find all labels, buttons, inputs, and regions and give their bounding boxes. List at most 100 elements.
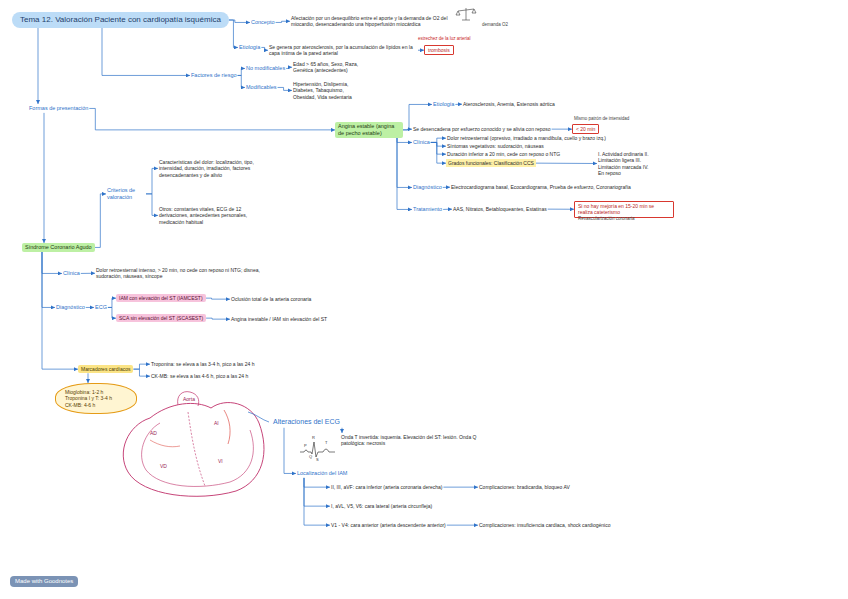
node-text: Hipertensión, Dislipemia, Diabetes, Taba…	[293, 81, 363, 100]
connector-arrow	[229, 20, 250, 22]
node-text: V1 - V4: cara anterior (arteria descende…	[331, 522, 446, 528]
ecg-trace	[300, 442, 335, 457]
node-text: Troponina: se eleva a las 3-4 h, pico a …	[151, 361, 255, 367]
note-text: Se genera por aterosclerosis, por la acu…	[268, 43, 418, 58]
connector-arrow	[133, 369, 150, 376]
note-text: Onda T invertida: isquemia. Elevación de…	[340, 433, 490, 448]
node-text: Clínica	[413, 139, 430, 146]
connector-arrow	[133, 364, 150, 369]
highlight-text: Grados funcionales: Clasificación CCS	[446, 159, 536, 167]
anatomy-label: VI	[218, 458, 223, 464]
note-text: Electrocardiograma basal, Ecocardiograma…	[450, 183, 632, 191]
node-text: Dolor retroesternal intenso, > 20 min, n…	[96, 267, 284, 280]
connector-arrow	[304, 478, 330, 487]
title-box: Tema 12. Valoración Paciente con cardiop…	[12, 12, 229, 28]
connector-arrow	[88, 373, 89, 383]
branch-heading: Clínica	[412, 138, 431, 147]
note-text: CK-MB: se eleva a las 4-6 h, pico a las …	[150, 372, 249, 380]
note-text: Oclusión total de la arteria coronaria	[230, 295, 312, 303]
branch-heading: Clínica	[62, 269, 81, 278]
cloud-bubble: Mioglobina: 1-2 hTroponina I y T: 3-4 hC…	[55, 383, 137, 414]
branch-heading: Localización del IAM	[296, 469, 348, 478]
branch-heading: No modificables	[245, 64, 286, 73]
connector-arrow	[278, 87, 292, 90]
connector-arrow	[397, 138, 412, 188]
connector-arrow	[304, 478, 330, 525]
node-text: Dolor retroesternal (opresivo, irradiado…	[447, 135, 606, 141]
alert-box: < 20 min	[572, 124, 599, 134]
connector-arrow	[397, 138, 412, 143]
node-text: CK-MB: se eleva a las 4-6 h, pico a las …	[151, 373, 248, 379]
node-text: Clínica	[63, 270, 80, 277]
note-text: I, aVL, V5, V6: cara lateral (arteria ci…	[330, 502, 433, 510]
balance-icon	[456, 8, 476, 20]
node-text: Etiología	[239, 44, 260, 51]
node-text: CK-MB: 4-6 h	[65, 402, 127, 408]
node-text: trombosis	[428, 47, 450, 53]
node-text: Mioglobina: 1-2 h	[65, 389, 127, 395]
anatomy-label: AI	[214, 420, 219, 426]
note-text: Hipertensión, Dislipemia, Diabetes, Taba…	[292, 80, 364, 101]
connector-arrow	[95, 194, 106, 248]
connector-arrow	[431, 142, 446, 163]
node-text: Se genera por aterosclerosis, por la acu…	[269, 44, 417, 57]
anatomy-label: AD	[150, 430, 157, 436]
note-text: Complicaciones: insuficiencia cardíaca, …	[478, 521, 611, 529]
note-text: Dolor retroesternal (opresivo, irradiado…	[446, 134, 607, 142]
heart-drawing	[123, 392, 264, 497]
node-text: Modificables	[246, 84, 277, 91]
connector-arrow	[286, 67, 292, 68]
branch-heading: Modificables	[245, 83, 278, 92]
node-text: IAM con elevación del ST (IAMCEST)	[119, 295, 203, 301]
connector-arrow	[42, 252, 78, 369]
marker-box: Marcadores cardíacos	[78, 365, 133, 373]
node-text: Si no hay mejoría en 15-20 min se realiz…	[578, 203, 670, 216]
branch-heading: Tratamiento	[412, 205, 443, 214]
node-text: Formas de presentación	[29, 105, 88, 112]
node-text: II, III, aVF: cara inferior (arteria cor…	[331, 484, 442, 490]
node-text: Criterios de valoración	[107, 187, 145, 201]
connector-arrow	[342, 428, 343, 433]
note-label: Mismo patrón de intensidad	[574, 116, 629, 121]
node-text: Alteraciones del ECG	[273, 418, 340, 427]
note-text: I. Actividad ordinaria II. Limitación li…	[597, 150, 653, 177]
node-text: Grados funcionales: Clasificación CCS	[448, 160, 534, 166]
branch-heading: ECG	[94, 303, 108, 312]
note-text: Afectación por un desequilibrio entre el…	[290, 14, 450, 29]
note-label: Revascularización coronaria	[578, 216, 635, 221]
highlight-box: Angina estable (angina de pecho estable)	[335, 122, 403, 138]
connector-arrow	[284, 428, 296, 474]
branch-heading: Alteraciones del ECG	[272, 417, 341, 428]
branch-heading: Criterios de valoración	[106, 186, 146, 202]
node-text: Diagnóstico	[56, 304, 85, 311]
node-text: AAS, Nitratos, Betabloqueantes, Estatina…	[453, 206, 547, 212]
connector-arrow	[447, 525, 478, 526]
wave-label: Q	[309, 455, 312, 460]
anatomy-label: Aorta	[183, 396, 195, 402]
node-text: Aterosclerosis, Anemia, Estenosis aórtic…	[463, 101, 555, 107]
node-text: I. Actividad ordinaria II. Limitación li…	[598, 151, 652, 176]
connector-arrow	[397, 138, 412, 210]
connector-arrow	[146, 194, 158, 216]
connector-arrow	[443, 209, 452, 210]
node-text: I, aVL, V5, V6: cara lateral (arteria ci…	[331, 503, 432, 509]
note-text: Troponina: se eleva a las 3-4 h, pico a …	[150, 360, 256, 368]
note-text: Características del dolor: localización,…	[158, 158, 270, 179]
pink-box: IAM con elevación del ST (IAMCEST)	[116, 294, 206, 302]
note-text: Duración inferior a 20 min, cede con rep…	[446, 150, 561, 158]
note-text: Edad > 65 años, Sexo, Raza, Genética (an…	[292, 60, 364, 75]
node-text: Duración inferior a 20 min, cede con rep…	[447, 151, 560, 157]
note-text: Síntomas vegetativos: sudoración, náusea…	[446, 142, 545, 150]
note-text: Dolor retroesternal intenso, > 20 min, n…	[95, 266, 285, 281]
note-text: Aterosclerosis, Anemia, Estenosis aórtic…	[462, 100, 556, 108]
node-text: Marcadores cardíacos	[81, 366, 130, 372]
wave-label: S	[316, 458, 319, 463]
connector-arrow	[431, 138, 446, 142]
connector-arrow	[431, 142, 446, 146]
wave-label: P	[304, 444, 307, 449]
connector-arrow	[108, 307, 116, 318]
connector-arrow	[443, 187, 450, 188]
node-text: Síndrome Coronario Agudo	[25, 244, 92, 251]
node-text: Oclusión total de la arteria coronaria	[231, 296, 311, 302]
alert-box: Si no hay mejoría en 15-20 min se realiz…	[574, 201, 674, 218]
